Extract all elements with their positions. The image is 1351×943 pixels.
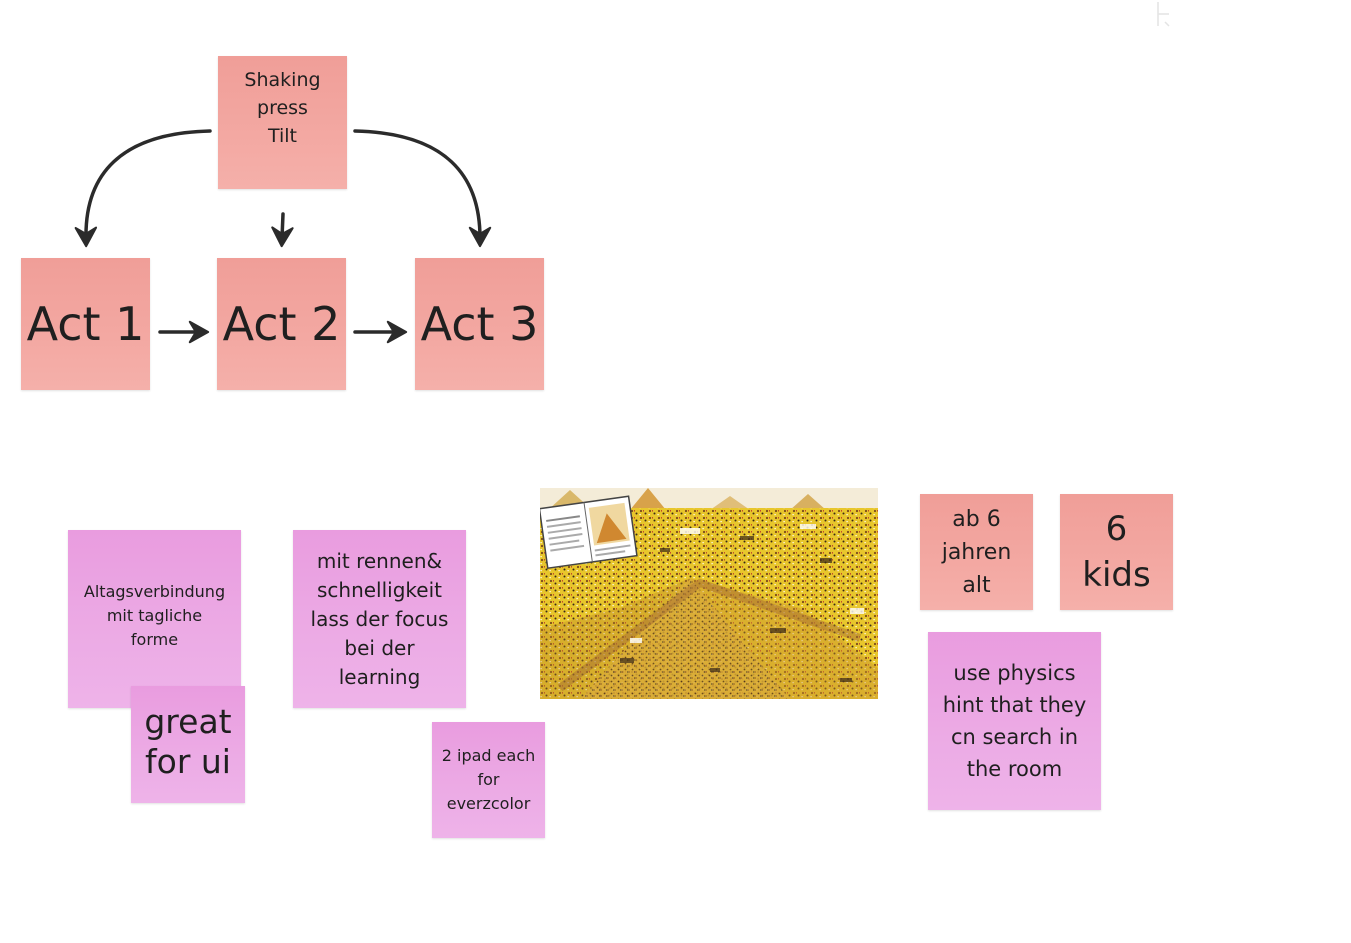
wimmelbild-pyramids-illustration-icon bbox=[540, 488, 878, 699]
sticky-note-text: great for ui bbox=[144, 702, 232, 781]
sticky-note-text: mit rennen& schnelligkeit lass der focus… bbox=[310, 548, 449, 689]
sticky-note-act-2[interactable]: Act 2 bbox=[217, 258, 346, 390]
sticky-note-text: Altagsverbindung mit tagliche forme bbox=[83, 582, 226, 649]
sticky-note-text: use physics hint that they cn search in … bbox=[942, 661, 1087, 781]
sticky-note-text: 6 kids bbox=[1082, 509, 1151, 595]
sticky-note-age[interactable]: ab 6 jahren alt bbox=[920, 494, 1033, 610]
sticky-note-text: Shaking press Tilt bbox=[244, 69, 321, 147]
sticky-note-act-1[interactable]: Act 1 bbox=[21, 258, 150, 390]
sticky-note-ipad[interactable]: 2 ipad each for everzcolor bbox=[432, 722, 545, 838]
sticky-note-physics[interactable]: use physics hint that they cn search in … bbox=[928, 632, 1101, 810]
sticky-note-trigger[interactable]: Shaking press Tilt bbox=[218, 56, 347, 189]
arrow-trigger-to-act3 bbox=[353, 129, 492, 248]
sticky-note-text: 2 ipad each for everzcolor bbox=[441, 746, 536, 813]
sticky-note-six-kids[interactable]: 6 kids bbox=[1060, 494, 1173, 610]
sticky-note-text: Act 2 bbox=[222, 297, 341, 351]
sticky-note-great-for-ui[interactable]: great for ui bbox=[131, 686, 245, 803]
sticky-note-text: ab 6 jahren alt bbox=[941, 506, 1012, 598]
sticky-note-rennen[interactable]: mit rennen& schnelligkeit lass der focus… bbox=[293, 530, 466, 708]
faint-cursor-icon bbox=[1157, 2, 1170, 27]
sticky-note-text: Act 3 bbox=[420, 297, 539, 351]
arrow-trigger-to-act2 bbox=[271, 212, 294, 248]
sticky-note-alltag[interactable]: Altagsverbindung mit tagliche forme bbox=[68, 530, 241, 708]
sticky-note-act-3[interactable]: Act 3 bbox=[415, 258, 544, 390]
arrow-trigger-to-act1 bbox=[74, 129, 212, 248]
sticky-note-text: Act 1 bbox=[26, 297, 145, 351]
wimmelbild-image[interactable] bbox=[540, 488, 878, 699]
